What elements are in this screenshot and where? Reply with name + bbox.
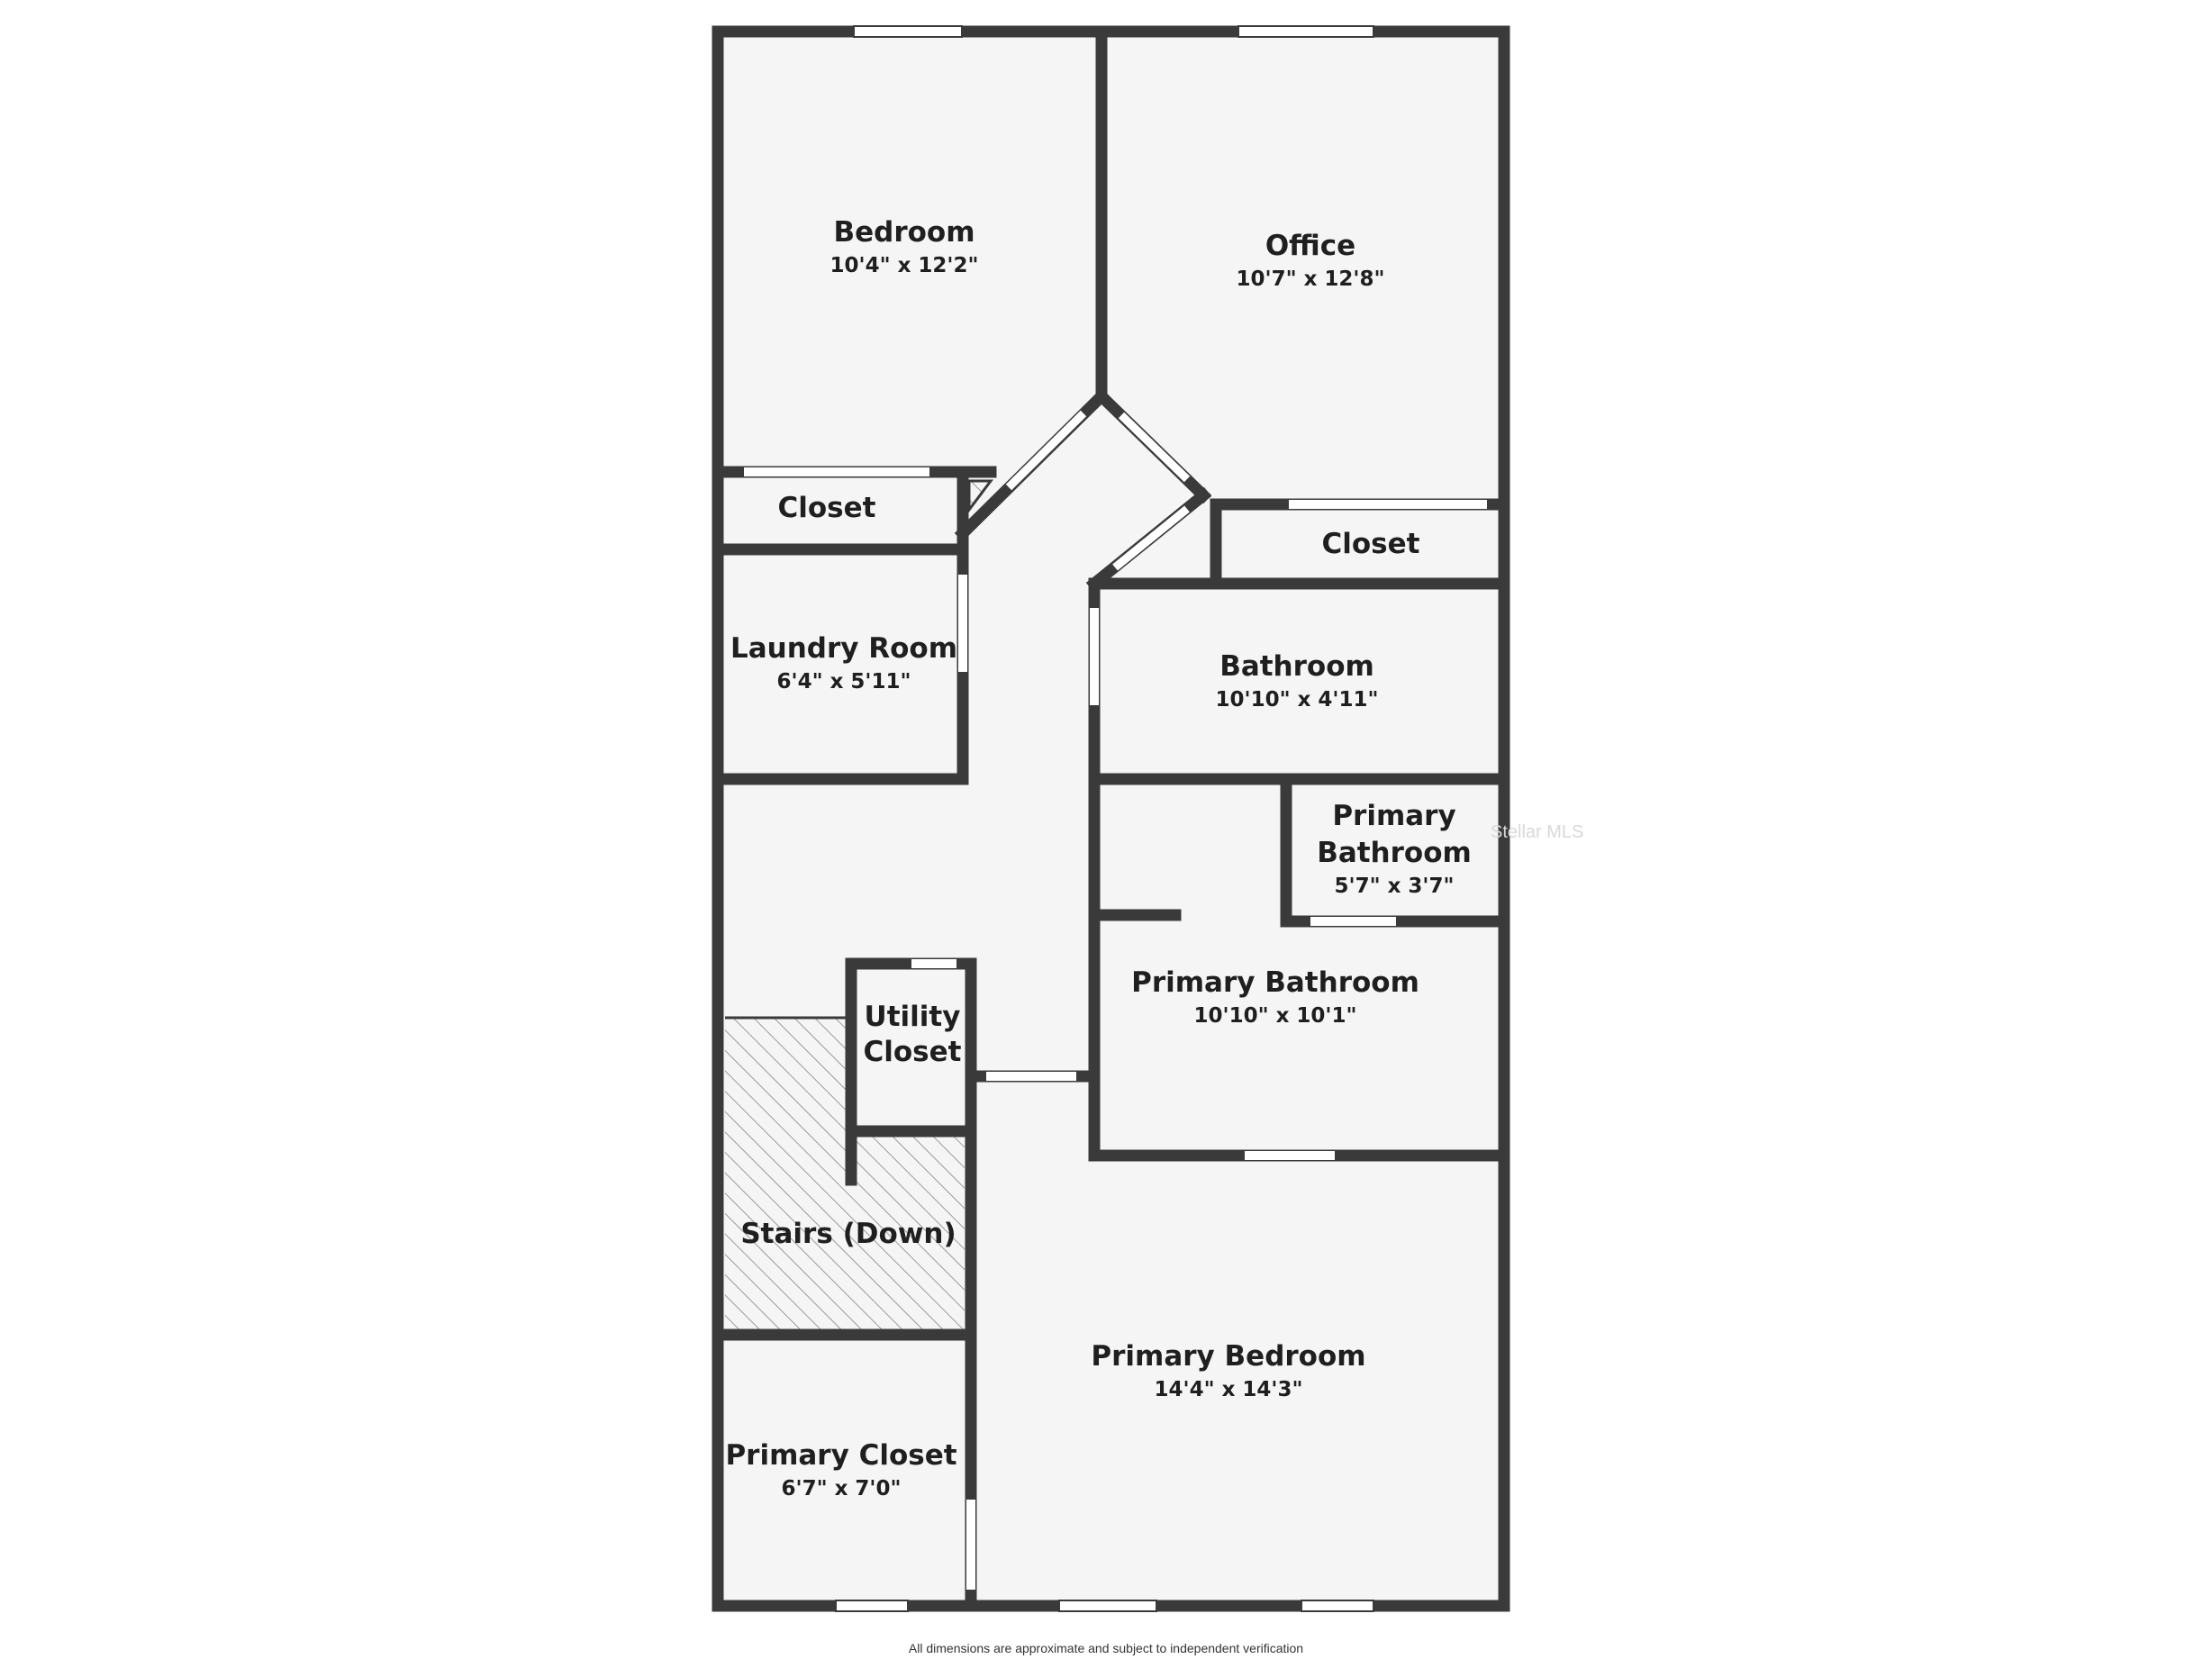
room-primary-bathroom: Primary Bathroom 10'10" x 10'1" bbox=[1131, 966, 1419, 1028]
room-name: Bedroom bbox=[833, 216, 975, 249]
room-closet-left: Closet bbox=[778, 492, 876, 524]
room-name: Bathroom bbox=[1317, 837, 1472, 869]
room-name: Primary Closet bbox=[725, 1439, 956, 1472]
window bbox=[1058, 1600, 1157, 1612]
room-dimensions: 6'7" x 7'0" bbox=[782, 1477, 902, 1500]
room-bathroom: Bathroom 10'10" x 4'11" bbox=[1216, 650, 1379, 712]
door-opening bbox=[1310, 917, 1396, 926]
room-name: Bathroom bbox=[1219, 650, 1374, 683]
room-dimensions: 10'10" x 10'1" bbox=[1194, 1004, 1357, 1028]
room-dimensions: 5'7" x 3'7" bbox=[1335, 875, 1455, 898]
room-primary-bedroom: Primary Bedroom 14'4" x 14'3" bbox=[1091, 1340, 1365, 1401]
door-opening bbox=[744, 467, 929, 476]
room-office: Office 10'7" x 12'8" bbox=[1237, 230, 1385, 291]
room-dimensions: 10'7" x 12'8" bbox=[1237, 267, 1385, 291]
disclaimer: All dimensions are approximate and subje… bbox=[908, 1641, 1304, 1655]
room-laundry: Laundry Room 6'4" x 5'11" bbox=[730, 632, 957, 694]
room-dimensions: 10'10" x 4'11" bbox=[1216, 688, 1379, 712]
door-opening bbox=[911, 959, 956, 968]
watermark: Stellar MLS bbox=[1491, 822, 1583, 842]
room-primary-bathroom-small: Primary Bathroom 5'7" x 3'7" bbox=[1317, 800, 1472, 898]
openings bbox=[744, 25, 1487, 1612]
room-dimensions: 14'4" x 14'3" bbox=[1155, 1378, 1303, 1401]
room-primary-closet: Primary Closet 6'7" x 7'0" bbox=[725, 1439, 956, 1500]
room-name: Primary Bathroom bbox=[1131, 966, 1419, 999]
door-opening bbox=[986, 1072, 1076, 1081]
floor-area bbox=[718, 32, 1504, 1606]
window bbox=[1301, 1600, 1374, 1612]
room-name: Primary Bedroom bbox=[1091, 1340, 1365, 1373]
room-stairs: Stairs (Down) bbox=[740, 1218, 956, 1250]
window bbox=[835, 1600, 909, 1612]
door-opening bbox=[1090, 608, 1099, 705]
door-opening bbox=[1289, 500, 1487, 509]
room-name: Utility bbox=[865, 1001, 961, 1033]
door-opening bbox=[958, 575, 967, 672]
door-opening bbox=[966, 1500, 975, 1590]
room-dimensions: 10'4" x 12'2" bbox=[830, 254, 979, 277]
door-opening bbox=[1245, 1151, 1335, 1160]
room-name: Closet bbox=[864, 1036, 962, 1068]
room-name: Office bbox=[1265, 230, 1355, 262]
room-name: Primary bbox=[1332, 800, 1455, 832]
room-closet-right: Closet bbox=[1322, 528, 1420, 560]
room-bedroom: Bedroom 10'4" x 12'2" bbox=[830, 216, 979, 277]
room-utility-closet: Utility Closet bbox=[864, 1001, 962, 1068]
window bbox=[1237, 25, 1374, 38]
diagonal-openings bbox=[1005, 410, 1191, 571]
room-name: Laundry Room bbox=[730, 632, 957, 665]
room-name: Closet bbox=[1322, 528, 1420, 560]
room-dimensions: 6'4" x 5'11" bbox=[777, 670, 911, 694]
room-name: Stairs (Down) bbox=[740, 1218, 956, 1250]
window bbox=[853, 25, 963, 38]
room-name: Closet bbox=[778, 492, 876, 524]
